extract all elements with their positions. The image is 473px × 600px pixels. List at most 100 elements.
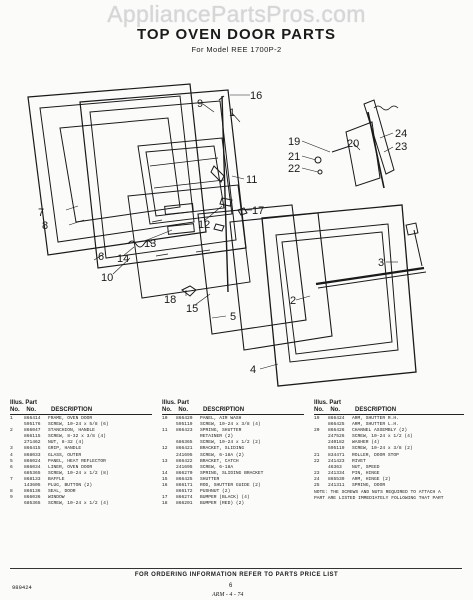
callout: 24 bbox=[395, 128, 407, 140]
part-description: GLASS, OUTER bbox=[48, 452, 82, 458]
part-bumper-red bbox=[181, 285, 197, 297]
illus-number: 16 bbox=[162, 483, 168, 489]
illus-number: 8 bbox=[10, 489, 13, 495]
part-description: BRACKET, CATCH bbox=[200, 458, 239, 464]
part-number: 595176 bbox=[24, 422, 41, 428]
part-description: ROD, SHUTTER GUIDE (2) bbox=[200, 483, 261, 489]
table-row: 595119 SCREW, 10-24 x 3/8 (4) bbox=[162, 422, 304, 428]
part-number: 866415 bbox=[24, 446, 41, 452]
part-description: SPRING, SLIDING BRACKET bbox=[200, 470, 264, 476]
table-row: 4 868033 GLASS, OUTER bbox=[10, 453, 152, 459]
part-description: PANEL, HEAT REFLECTOR bbox=[48, 458, 106, 464]
part-number: 866414 bbox=[24, 416, 41, 421]
part-description: STANCHION, HANDLE bbox=[48, 428, 95, 434]
part-number: 866423 bbox=[176, 428, 193, 434]
callout: 21 bbox=[288, 151, 300, 163]
part-number: 241695 bbox=[176, 452, 193, 458]
part-description: SCREW, 10-24 x 1/2 (4) bbox=[48, 501, 109, 507]
screws-note: NOTE: THE SCREWS AND NUTS REQUIRED TO AT… bbox=[314, 490, 444, 502]
illus-number: 9 bbox=[10, 495, 13, 501]
part-number: 866047 bbox=[24, 428, 41, 434]
part-oven-door-frame bbox=[261, 204, 417, 387]
callout: 3 bbox=[378, 257, 384, 269]
illus-number: 21 bbox=[314, 452, 320, 458]
part-description: GRIP, HANDLE bbox=[48, 446, 82, 452]
part-number: 866172 bbox=[176, 489, 193, 495]
part-number: 685365 bbox=[24, 470, 41, 476]
part-number: 834471 bbox=[328, 452, 345, 458]
part-number: 866115 bbox=[24, 434, 41, 440]
illus-number: 5 bbox=[10, 458, 13, 464]
part-description: PUSHNUT (2) bbox=[200, 489, 231, 495]
col-header-row: No. No. DESCRIPTION bbox=[10, 407, 152, 415]
part-hinge-assembly bbox=[314, 99, 399, 189]
part-number: 595119 bbox=[176, 422, 193, 428]
part-description: CHANNEL ASSEMBLY (2) bbox=[352, 428, 408, 434]
part-number: 866036 bbox=[24, 495, 41, 501]
part-number: 271462 bbox=[24, 440, 41, 446]
illus-number: 4 bbox=[10, 452, 13, 458]
part-description: SEAL, DOOR bbox=[48, 489, 76, 495]
watermark: AppliancePartsPros.com bbox=[107, 1, 366, 27]
illus-number: 3 bbox=[10, 446, 13, 452]
part-number: 143605 bbox=[24, 483, 41, 489]
callout: 12 bbox=[198, 219, 210, 231]
callout: 20 bbox=[347, 138, 359, 150]
part-number: 866201 bbox=[176, 501, 193, 507]
callout: 15 bbox=[186, 303, 198, 315]
part-description: SCREW, 10-24 x 3/8 (4) bbox=[200, 422, 261, 428]
part-number: 686365 bbox=[176, 440, 193, 446]
table-row: 866172 PUSHNUT (2) bbox=[162, 489, 304, 495]
callout: 11 bbox=[246, 174, 257, 186]
illus-number: 6 bbox=[10, 464, 13, 470]
table-row: 595176 SCREW, 10-24 x 5/8 (6) bbox=[10, 422, 152, 428]
part-number: 868033 bbox=[24, 452, 41, 458]
part-number: 866024 bbox=[24, 458, 41, 464]
part-description: BAFFLE bbox=[48, 476, 65, 482]
callout: 4 bbox=[250, 364, 256, 376]
part-number: 241695 bbox=[176, 464, 193, 470]
part-description: SCREW, 10-24 x 5/8 (6) bbox=[48, 422, 109, 428]
callout: 18 bbox=[164, 294, 176, 306]
part-window-frame bbox=[27, 83, 207, 256]
part-description: ARM, SHUTTER L.H. bbox=[352, 422, 399, 428]
illus-number: 12 bbox=[162, 446, 168, 452]
part-description: BRACKET, SLIDING bbox=[200, 446, 245, 452]
part-description: SCREW, 10-24 x 1/2 (2) bbox=[200, 440, 261, 446]
callout: 13 bbox=[144, 238, 156, 250]
part-brackets bbox=[213, 197, 233, 232]
part-number: 866422 bbox=[176, 458, 193, 464]
illus-number: 22 bbox=[314, 458, 320, 464]
part-number: 866270 bbox=[176, 470, 193, 476]
callout: 23 bbox=[395, 141, 407, 153]
callout: 14 bbox=[117, 253, 129, 265]
table-row: 686365 SCREW, 10-24 x 1/2 (2) bbox=[162, 440, 304, 446]
callout: 2 bbox=[290, 295, 296, 307]
illus-number: 18 bbox=[162, 501, 168, 507]
callout: 7 bbox=[38, 207, 44, 219]
part-description: WINDOW bbox=[48, 495, 65, 501]
illus-number: 7 bbox=[10, 476, 13, 482]
part-description: SCREW, 10-24 x 3/8 (2) bbox=[352, 446, 413, 452]
